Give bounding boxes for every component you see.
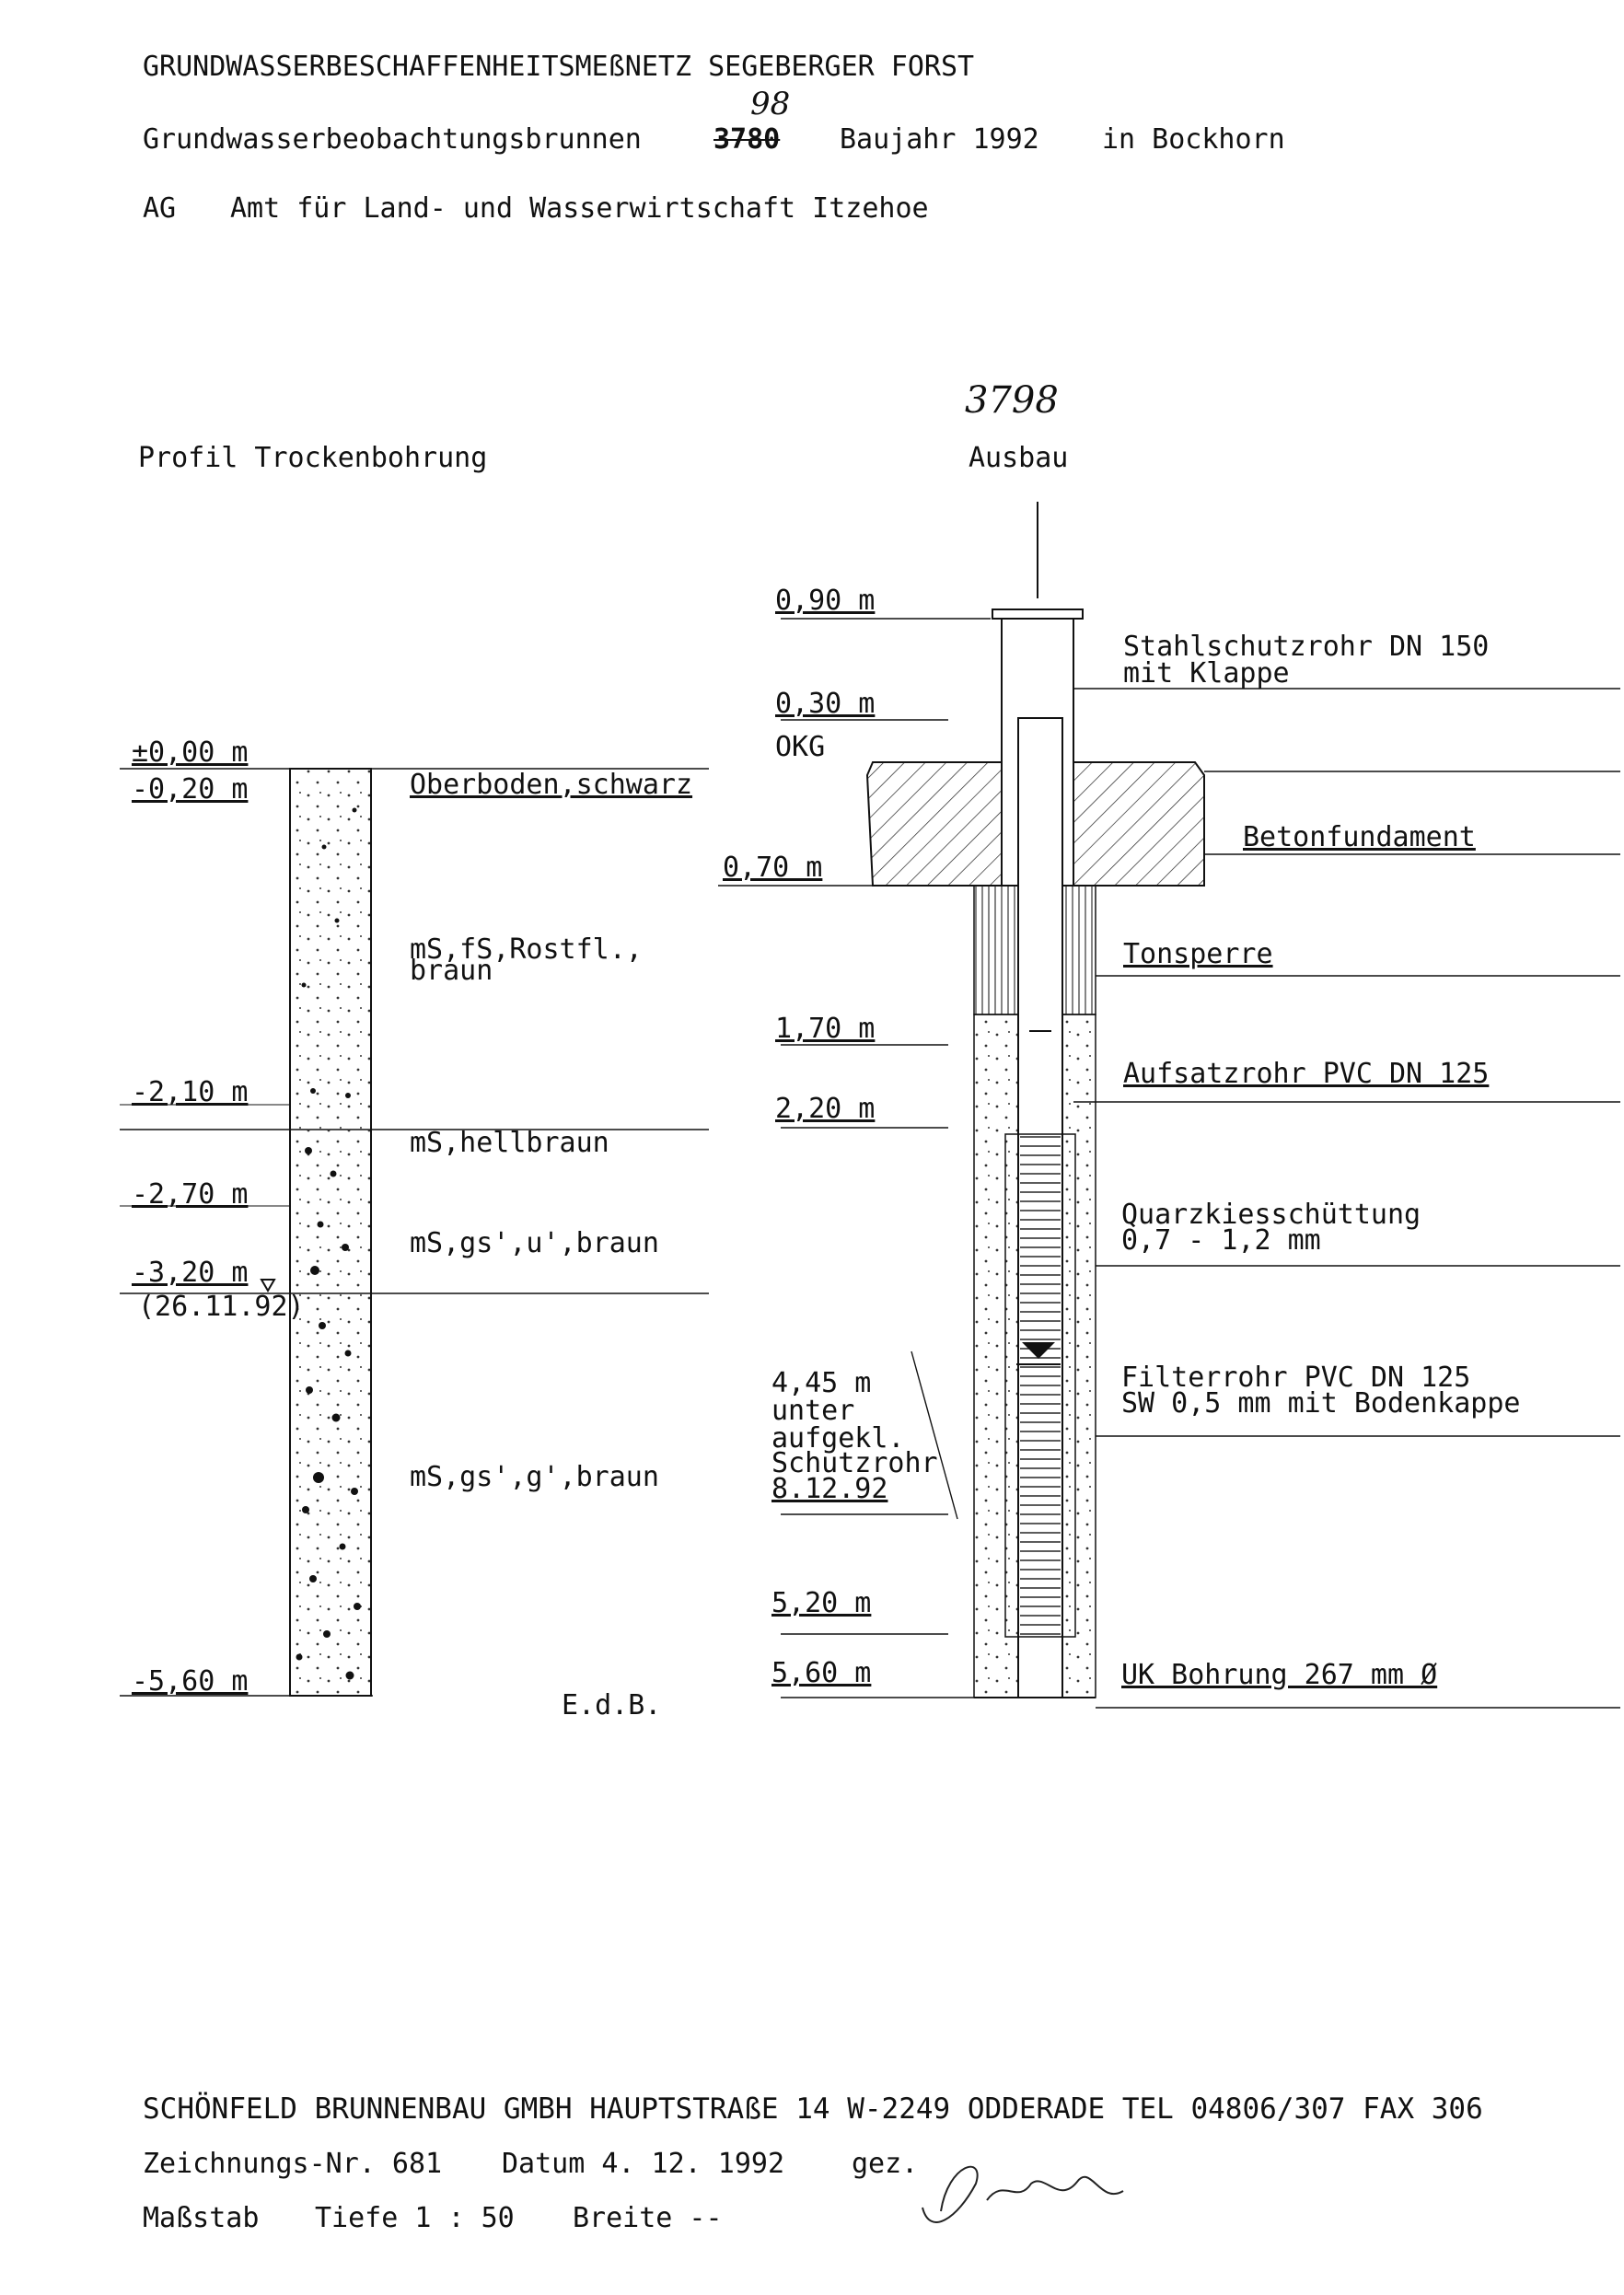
- level-label: 2,20 m: [775, 1093, 876, 1125]
- water-level-date: (26.11.92): [138, 1291, 305, 1323]
- leader-lines-right: [1073, 688, 1620, 1709]
- filter-outline: [1004, 1133, 1076, 1638]
- water-note-line: 4,45 m: [771, 1367, 872, 1399]
- ausbau-construction: [865, 502, 1205, 1698]
- ausbau-title: Ausbau: [969, 442, 1069, 474]
- gravel-marks: [296, 807, 361, 1680]
- drawing-number: Zeichnungs-Nr. 681: [143, 2148, 443, 2180]
- level-lines-left: [718, 618, 991, 1698]
- water-level-marker-ausbau: [1022, 1342, 1055, 1359]
- level-label: 5,20 m: [771, 1587, 872, 1619]
- layer-label: mS,gs',g',braun: [410, 1461, 659, 1493]
- depth-label: -2,70 m: [132, 1178, 249, 1211]
- component-label: Tonsperre: [1123, 938, 1273, 970]
- water-note-line: aufgekl.: [771, 1422, 905, 1455]
- level-label: 0,70 m: [723, 852, 823, 884]
- level-label: 0,30 m: [775, 688, 876, 720]
- layer-label: mS,hellbraun: [410, 1127, 609, 1159]
- profile-soil-column: [289, 768, 372, 1697]
- component-label: UK Bohrung 267 mm Ø: [1121, 1659, 1438, 1691]
- drawing-date: Datum 4. 12. 1992: [502, 2148, 785, 2180]
- component-label: 0,7 - 1,2 mm: [1121, 1224, 1321, 1257]
- component-label: SW 0,5 mm mit Bodenkappe: [1121, 1387, 1521, 1420]
- component-label: mit Klappe: [1123, 657, 1290, 690]
- layer-label: Oberboden,schwarz: [410, 769, 693, 801]
- water-note-line: 8.12.92: [771, 1473, 888, 1505]
- depth-label: ±0,00 m: [132, 736, 249, 769]
- level-label: 1,70 m: [775, 1013, 876, 1045]
- depth-label: -5,60 m: [132, 1665, 249, 1698]
- end-of-borehole-label: E.d.B.: [562, 1689, 662, 1721]
- water-note-line: unter: [771, 1395, 855, 1427]
- ag-label: AG: [143, 192, 177, 225]
- profile-column: [120, 768, 709, 1697]
- filter-screen-shape: [1020, 1134, 1061, 1637]
- component-label: Aufsatzrohr PVC DN 125: [1123, 1058, 1490, 1090]
- scale-width: Breite --: [573, 2202, 723, 2234]
- ausbau-number-handwritten: 3798: [965, 379, 1059, 422]
- document-title: GRUNDWASSERBESCHAFFENHEITSMEßNETZ SEGEBE…: [143, 51, 975, 83]
- layer-label: mS,fS,Rostfl.,: [410, 933, 643, 966]
- depth-label: -3,20 m: [132, 1257, 249, 1289]
- company-line: SCHÖNFELD BRUNNENBAU GMBH HAUPTSTRAßE 14…: [143, 2092, 1483, 2126]
- signature-strokes: [922, 2165, 1124, 2223]
- level-label: 5,60 m: [771, 1657, 872, 1689]
- water-note-line: Schutzrohr: [771, 1447, 938, 1479]
- depth-label: -2,10 m: [132, 1076, 249, 1108]
- construction-year: Baujahr 1992: [840, 123, 1039, 156]
- layer-label: braun: [410, 955, 493, 987]
- depth-label: -0,20 m: [132, 773, 249, 806]
- component-label: Betonfundament: [1243, 821, 1476, 853]
- level-label: 0,90 m: [775, 585, 876, 617]
- location: in Bockhorn: [1102, 123, 1285, 156]
- ag-value: Amt für Land- und Wasserwirtschaft Itzeh…: [230, 192, 929, 225]
- steel-pipe-cap: [992, 609, 1084, 620]
- okg-label: OKG: [775, 731, 826, 763]
- component-label: Filterrohr PVC DN 125: [1121, 1362, 1471, 1394]
- well-number-correction: 98: [750, 86, 791, 122]
- signed-label: gez.: [852, 2148, 919, 2180]
- well-number-typed: 3780: [713, 123, 781, 156]
- well-label: Grundwasserbeobachtungsbrunnen: [143, 123, 642, 156]
- scale-label: Maßstab: [143, 2202, 260, 2234]
- scale-depth: Tiefe 1 : 50: [315, 2202, 515, 2234]
- component-label: Quarzkiesschüttung: [1121, 1199, 1421, 1231]
- profile-title: Profil Trockenbohrung: [138, 442, 488, 474]
- water-level-marker: [260, 1279, 276, 1292]
- component-label: Stahlschutzrohr DN 150: [1123, 631, 1490, 663]
- layer-label: mS,gs',u',braun: [410, 1227, 659, 1259]
